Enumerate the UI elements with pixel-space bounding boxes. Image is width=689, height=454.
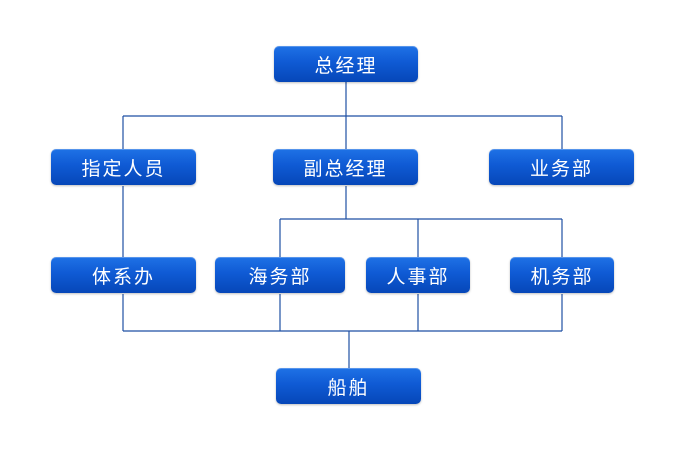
node-designated-person: 指定人员	[51, 149, 196, 185]
node-label: 总经理	[314, 54, 378, 77]
node-label: 业务部	[529, 157, 593, 180]
node-hr-department: 人事部	[366, 257, 470, 293]
node-ships: 船舶	[276, 368, 421, 404]
node-system-office: 体系办	[51, 257, 196, 293]
node-deputy-general-manager: 副总经理	[273, 149, 418, 185]
node-maritime-department: 海务部	[215, 257, 345, 293]
node-label: 体系办	[91, 265, 155, 288]
node-label: 人事部	[386, 265, 450, 288]
node-label: 指定人员	[81, 157, 166, 180]
node-label: 船舶	[327, 376, 370, 399]
node-general-manager: 总经理	[274, 46, 418, 82]
node-business-department: 业务部	[489, 149, 634, 185]
node-label: 副总经理	[303, 157, 388, 180]
node-label: 海务部	[248, 265, 312, 288]
node-engineering-department: 机务部	[510, 257, 614, 293]
node-label: 机务部	[530, 265, 594, 288]
